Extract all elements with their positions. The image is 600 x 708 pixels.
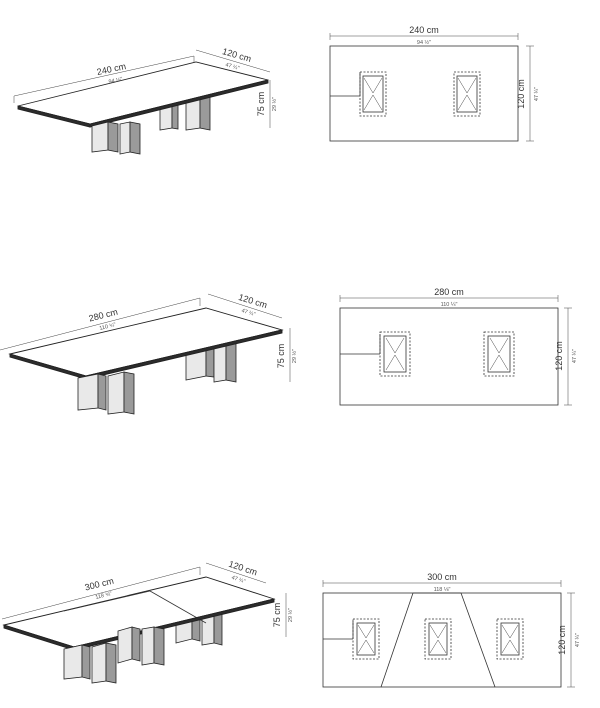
length-label-inch: 118 ⅛" [95, 591, 113, 601]
table-240-plan: 240 cm 94 ½" 120 cm 47 ¼" [329, 25, 540, 142]
length-label-inch: 110 ¼" [441, 302, 458, 308]
table-300-plan: 300 cm 118 ⅛" 120 cm 47 ¼" [322, 572, 581, 688]
length-label-cm: 280 cm [88, 307, 119, 324]
table-240-row: 240 cm 94 ½" 120 cm 47 ¼" 75 cm 29 ½" 24… [0, 0, 600, 200]
width-label-inch: 47 ¼" [572, 349, 578, 363]
table-280-row: 280 cm 110 ¼" 120 cm 47 ¼" 75 cm 29 ½" 2… [0, 250, 600, 450]
length-label-cm: 300 cm [84, 576, 115, 593]
width-label-cm: 120 cm [557, 625, 567, 655]
table-300-row: 300 cm 118 ⅛" 120 cm 47 ¼" 75 cm 29 ½" [0, 505, 600, 708]
length-label-cm: 300 cm [427, 572, 457, 582]
length-label-cm: 240 cm [96, 61, 127, 77]
width-label-inch: 47 ¼" [534, 87, 540, 101]
width-label-inch: 47 ¼" [241, 308, 256, 318]
height-label-inch: 29 ½" [287, 608, 294, 622]
table-top [17, 61, 269, 125]
width-label-inch: 47 ¼" [231, 575, 246, 585]
width-label-cm: 120 cm [554, 341, 564, 371]
height-label-cm: 75 cm [272, 603, 282, 628]
height-label-inch: 29 ½" [271, 97, 278, 111]
height-label-inch: 29 ½" [291, 349, 298, 363]
height-label-cm: 75 cm [256, 92, 266, 117]
width-label-inch: 47 ¼" [225, 62, 240, 72]
length-label-inch: 94 ½" [108, 76, 123, 86]
height-label-cm: 75 cm [276, 344, 286, 369]
table-280-plan: 280 cm 110 ¼" 120 cm 47 ¼" [339, 287, 578, 406]
width-label-inch: 47 ¼" [575, 633, 581, 647]
table-280-perspective: 280 cm 110 ¼" 120 cm 47 ¼" 75 cm 29 ½" [0, 292, 298, 415]
width-label-cm: 120 cm [516, 79, 526, 109]
table-top-outline [322, 592, 562, 688]
length-label-cm: 280 cm [434, 287, 464, 297]
length-label-inch: 94 ½" [417, 39, 431, 46]
length-label-inch: 110 ¼" [99, 322, 117, 332]
table-top-outline [339, 307, 559, 406]
length-label-cm: 240 cm [409, 25, 439, 35]
table-top-outline [329, 45, 519, 142]
table-240-perspective: 240 cm 94 ½" 120 cm 47 ¼" 75 cm 29 ½" [13, 46, 278, 155]
table-300-perspective: 300 cm 118 ⅛" 120 cm 47 ¼" 75 cm 29 ½" [1, 559, 294, 684]
length-label-inch: 118 ⅛" [434, 587, 451, 593]
